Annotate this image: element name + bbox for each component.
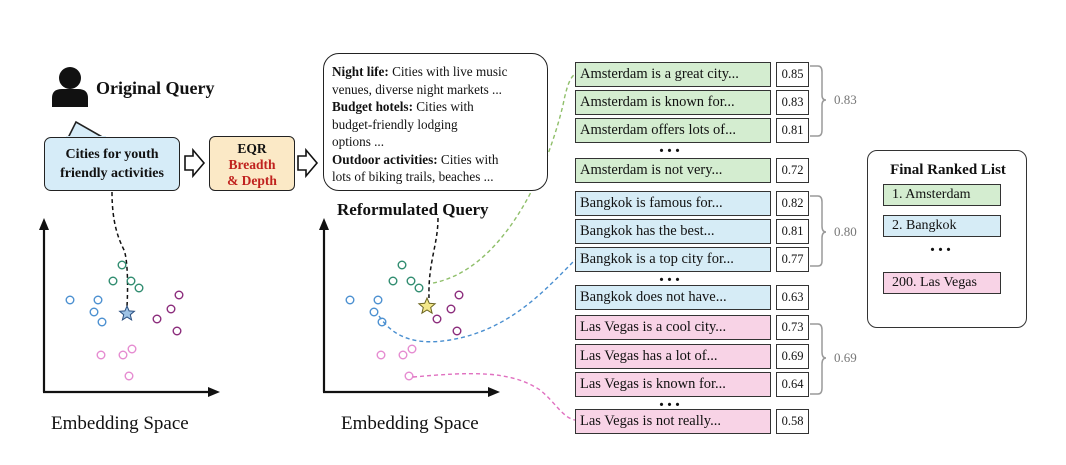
score-las-vegas-4: 0.58: [776, 409, 809, 434]
las-vegas-bracket: [810, 323, 827, 395]
score-bangkok-3: 0.77: [776, 247, 809, 272]
score-bangkok-2: 0.81: [776, 219, 809, 244]
score-las-vegas-1: 0.73: [776, 315, 809, 340]
eqr-depth-label: & Depth: [227, 173, 277, 188]
outdoor-line-1: Cities with: [437, 151, 499, 167]
final-ranked-list-title: Final Ranked List: [890, 162, 1006, 178]
original-query-bubble: Cities for youth friendly activities: [44, 137, 180, 191]
eqr-label: EQR: [237, 141, 267, 156]
speech-bubble-tail: [66, 120, 108, 139]
arrow-to-reformulated-icon: [297, 147, 319, 179]
embedding-axes-left: [42, 226, 212, 394]
night-life-line-1: Cities with live music: [388, 64, 508, 79]
query-projection-line-left: [111, 191, 129, 307]
score-amsterdam-4: 0.72: [776, 158, 809, 183]
reformulated-star-icon: [417, 296, 437, 315]
doc-bangkok-1: Bangkok is famous for...: [575, 191, 771, 216]
embedding-points-left: [65, 260, 184, 381]
budget-hotels-label: Budget hotels:: [332, 99, 413, 114]
final-item-amsterdam: 1. Amsterdam: [883, 184, 1001, 206]
embedding-space-label-left: Embedding Space: [51, 413, 189, 434]
arrow-to-eqr-icon: [184, 147, 206, 179]
bangkok-connector-line: [378, 259, 576, 343]
reformulated-item-budget-hotels: Budget hotels: Cities with budget-friend…: [332, 98, 539, 151]
avg-score-las-vegas: 0.69: [834, 350, 857, 365]
budget-hotels-line-2: budget-friendly lodging: [332, 116, 458, 132]
avg-score-bangkok: 0.80: [834, 224, 857, 239]
query-star-icon: [118, 304, 136, 321]
doc-las-vegas-1: Las Vegas is a cool city...: [575, 315, 771, 340]
budget-hotels-line-1: Cities with: [412, 99, 474, 114]
user-icon: [52, 67, 88, 107]
bangkok-bracket: [810, 195, 827, 267]
outdoor-line-2: lots of biking trails, beaches ...: [332, 169, 494, 184]
las-vegas-connector-line: [412, 372, 576, 421]
score-las-vegas-2: 0.69: [776, 344, 809, 369]
original-query-line-2: friendly activities: [60, 166, 164, 181]
doc-amsterdam-1: Amsterdam is a great city...: [575, 62, 771, 87]
doc-amsterdam-3: Amsterdam offers lots of...: [575, 118, 771, 143]
ellipsis-amsterdam: ...: [659, 135, 683, 157]
final-ranked-list-box: [867, 150, 1027, 328]
avg-score-amsterdam: 0.83: [834, 92, 857, 107]
amsterdam-connector-line: [432, 73, 576, 284]
doc-las-vegas-2: Las Vegas has a lot of...: [575, 344, 771, 369]
final-item-bangkok: 2. Bangkok: [883, 215, 1001, 237]
ellipsis-bangkok: ...: [659, 264, 683, 286]
score-bangkok-1: 0.82: [776, 191, 809, 216]
ellipsis-las-vegas: ...: [659, 389, 683, 411]
reformulated-item-night-life: Night life: Cities with live music venue…: [332, 63, 539, 98]
score-amsterdam-3: 0.81: [776, 118, 809, 143]
score-bangkok-4: 0.63: [776, 285, 809, 310]
original-query-title: Original Query: [96, 78, 215, 98]
doc-las-vegas-4: Las Vegas is not really...: [575, 409, 771, 434]
reformulated-item-outdoor: Outdoor activities: Cities with lots of …: [332, 151, 539, 186]
doc-bangkok-3: Bangkok is a top city for...: [575, 247, 771, 272]
outdoor-label: Outdoor activities:: [332, 151, 438, 167]
query-projection-line-right: [428, 217, 439, 299]
embedding-axes-right: [322, 226, 492, 394]
doc-amsterdam-2: Amsterdam is known for...: [575, 90, 771, 115]
night-life-line-2: venues, diverse night markets ...: [332, 81, 502, 97]
night-life-label: Night life:: [332, 64, 389, 79]
amsterdam-bracket: [810, 65, 827, 137]
final-item-las-vegas: 200. Las Vegas: [883, 272, 1001, 294]
ellipsis-final-list: ...: [930, 234, 954, 256]
doc-bangkok-4: Bangkok does not have...: [575, 285, 771, 310]
original-query-line-1: Cities for youth: [65, 147, 159, 162]
eqr-breadth-label: Breadth: [228, 157, 276, 172]
embedding-points-right: [345, 260, 464, 381]
reformulated-query-box: Night life: Cities with live music venue…: [323, 53, 548, 191]
doc-las-vegas-3: Las Vegas is known for...: [575, 372, 771, 397]
embedding-space-label-right: Embedding Space: [341, 413, 479, 434]
doc-bangkok-2: Bangkok has the best...: [575, 219, 771, 244]
score-amsterdam-2: 0.83: [776, 90, 809, 115]
eqr-box: EQR Breadth & Depth: [209, 136, 295, 191]
budget-hotels-line-3: options ...: [332, 134, 385, 149]
reformulated-query-title: Reformulated Query: [337, 200, 489, 219]
doc-amsterdam-4: Amsterdam is not very...: [575, 158, 771, 183]
score-las-vegas-3: 0.64: [776, 372, 809, 397]
score-amsterdam-1: 0.85: [776, 62, 809, 87]
